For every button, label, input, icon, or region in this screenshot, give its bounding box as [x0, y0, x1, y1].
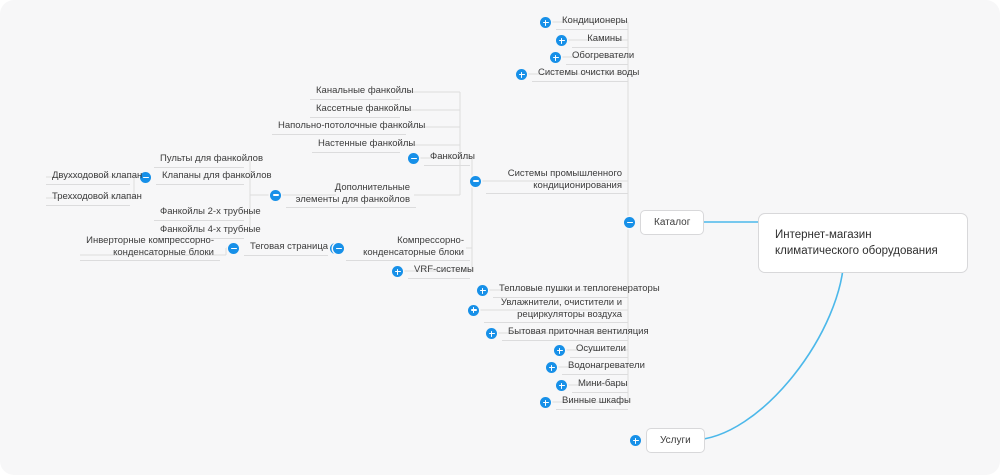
- list-item[interactable]: Обогреватели: [550, 48, 634, 67]
- list-item-label: Фанкойлы 2-х трубные: [154, 206, 261, 221]
- minus-icon[interactable]: [228, 243, 239, 254]
- minus-icon[interactable]: [624, 217, 635, 228]
- plus-icon[interactable]: [540, 17, 551, 28]
- list-item[interactable]: Системы промышленного кондиционирования: [470, 166, 628, 196]
- list-item[interactable]: Осушители: [554, 341, 628, 360]
- root-node-label: Интернет-магазин климатического оборудов…: [758, 213, 968, 273]
- list-item-label: Увлажнители, очистители и рециркуляторы …: [484, 297, 628, 323]
- list-item-label: Клапаны для фанкойлов: [156, 170, 272, 185]
- list-item: Фанкойлы 2-х трубные: [154, 204, 261, 223]
- plus-icon[interactable]: [477, 285, 488, 296]
- list-item-label: Системы очистки воды: [532, 67, 639, 82]
- plus-icon[interactable]: [468, 304, 479, 316]
- list-item-label: Канальные фанкойлы: [310, 85, 413, 100]
- list-item[interactable]: Водонагреватели: [546, 358, 645, 377]
- minus-icon[interactable]: [470, 175, 481, 187]
- plus-icon[interactable]: [392, 266, 403, 277]
- list-item-label: Системы промышленного кондиционирования: [486, 168, 628, 194]
- list-item-label: Осушители: [570, 343, 628, 358]
- list-item: Канальные фанкойлы: [310, 83, 413, 102]
- list-item-label: Бытовая приточная вентиляция: [502, 326, 649, 341]
- plus-icon[interactable]: [556, 380, 567, 391]
- list-item-label: Водонагреватели: [562, 360, 645, 375]
- list-item: Напольно-потолочные фанкойлы: [272, 118, 425, 137]
- list-item-label: Мини-бары: [572, 378, 628, 393]
- list-item-label: Тепловые пушки и теплогенераторы: [493, 283, 660, 298]
- plus-icon[interactable]: [550, 52, 561, 63]
- list-item[interactable]: Теговая страница: [228, 239, 344, 258]
- list-item[interactable]: Тепловые пушки и теплогенераторы: [477, 281, 660, 300]
- branch-node-services[interactable]: Услуги: [630, 428, 705, 453]
- plus-icon[interactable]: [556, 35, 567, 46]
- list-item-label: Двухходовой клапан: [46, 170, 142, 185]
- plus-icon[interactable]: [516, 69, 527, 80]
- plus-icon[interactable]: [486, 328, 497, 339]
- list-item-label: Теговая страница: [244, 241, 328, 256]
- list-item-label: Фанкойлы 4-х трубные: [154, 224, 261, 239]
- list-item: Кассетные фанкойлы: [310, 101, 411, 120]
- list-item-label: VRF-системы: [408, 264, 474, 279]
- list-item-label: Трехходовой клапан: [46, 191, 142, 206]
- list-item: Пульты для фанкойлов: [154, 151, 263, 170]
- plus-icon[interactable]: [630, 435, 641, 446]
- branch-node-services-label: Услуги: [646, 428, 705, 453]
- list-item[interactable]: Системы очистки воды: [516, 65, 639, 84]
- plus-icon[interactable]: [554, 345, 565, 356]
- list-item-label: Винные шкафы: [556, 395, 631, 410]
- branch-node-catalog-label: Каталог: [640, 210, 705, 235]
- list-item-label: Камины: [572, 33, 628, 48]
- list-item: Трехходовой клапан: [46, 189, 142, 208]
- list-item: Фанкойлы 4-х трубные: [154, 222, 261, 241]
- list-item[interactable]: Бытовая приточная вентиляция: [486, 324, 649, 343]
- list-item[interactable]: Клапаны для фанкойлов: [140, 168, 272, 187]
- list-item-label: Напольно-потолочные фанкойлы: [272, 120, 425, 135]
- list-item[interactable]: Увлажнители, очистители и рециркуляторы …: [468, 295, 628, 325]
- list-item-label: Кондиционеры: [556, 15, 628, 30]
- list-item: Настенные фанкойлы: [312, 136, 415, 155]
- list-item-label: Компрессорно-конденсаторные блоки: [346, 235, 470, 261]
- plus-icon[interactable]: [540, 397, 551, 408]
- list-item[interactable]: VRF-системы: [392, 262, 474, 281]
- list-item[interactable]: Фанкойлы: [408, 149, 475, 168]
- list-item-label: Пульты для фанкойлов: [154, 153, 263, 168]
- list-item[interactable]: Дополнительные элементы для фанкойлов: [270, 180, 416, 210]
- list-item[interactable]: Мини-бары: [556, 376, 628, 395]
- list-item[interactable]: Камины: [556, 31, 628, 50]
- minus-icon[interactable]: [408, 153, 419, 164]
- minus-icon[interactable]: [140, 172, 151, 183]
- list-item: Двухходовой клапан: [46, 168, 142, 187]
- plus-icon[interactable]: [546, 362, 557, 373]
- minus-icon[interactable]: [333, 243, 344, 254]
- minus-icon[interactable]: [270, 189, 281, 201]
- list-item-label: Инверторные компрессорно-конденсаторные …: [80, 235, 220, 261]
- branch-node-catalog[interactable]: Каталог: [624, 210, 705, 235]
- root-node[interactable]: Интернет-магазин климатического оборудов…: [758, 213, 968, 273]
- list-item-label: Дополнительные элементы для фанкойлов: [286, 182, 416, 208]
- list-item-label: Обогреватели: [566, 50, 634, 65]
- list-item[interactable]: Компрессорно-конденсаторные блоки: [330, 233, 470, 263]
- list-item-label: Кассетные фанкойлы: [310, 103, 411, 118]
- list-item: Инверторные компрессорно-конденсаторные …: [80, 233, 220, 263]
- list-item-label: Настенные фанкойлы: [312, 138, 415, 153]
- list-item[interactable]: Кондиционеры: [540, 13, 628, 32]
- list-item[interactable]: Винные шкафы: [540, 393, 631, 412]
- list-item-label: Фанкойлы: [424, 151, 475, 166]
